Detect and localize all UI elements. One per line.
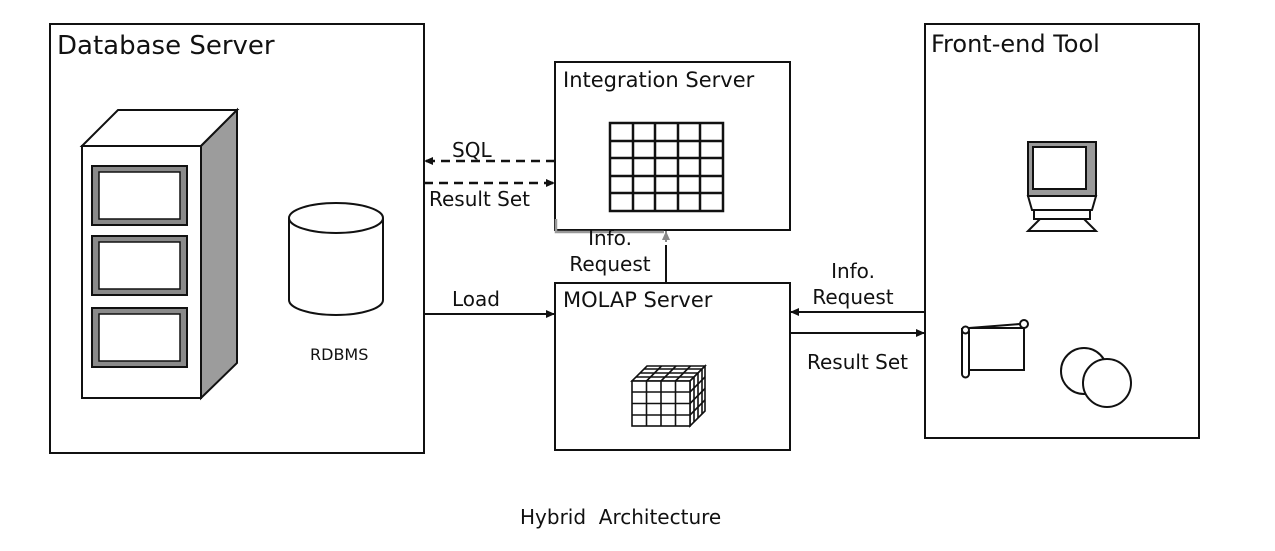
integration-server-box [554,61,791,231]
rdbms-label: RDBMS [310,345,369,364]
server-tower-icon [79,107,240,401]
integration-server-title: Integration Server [563,68,755,92]
report-scroll-icon [961,319,1029,379]
olap-cube-icon [630,364,707,428]
info-request-mid-line-2: Request [569,252,651,276]
sql-label: SQL [452,138,492,162]
computer-icon [1025,141,1099,232]
info-request-right-line-2: Request [812,285,894,309]
result-set-left-label: Result Set [429,187,530,211]
load-label: Load [452,287,500,311]
discs-icon [1060,347,1132,408]
database-server-title: Database Server [57,31,275,61]
table-grid-icon [608,121,725,213]
database-server-box [49,23,425,454]
front-end-tool-box [924,23,1200,439]
info-request-bracket [554,219,664,234]
info-request-mid-line-1: Info. [588,226,632,250]
diagram-caption: Hybrid Architecture [520,505,722,529]
molap-server-title: MOLAP Server [563,288,713,312]
molap-server-box [554,282,791,451]
info-request-right-line-1: Info. [831,259,875,283]
info-request-right-label: Info. Request [803,258,903,310]
result-set-right-label: Result Set [807,350,908,374]
database-cylinder-icon [288,202,384,316]
info-request-mid-label: Info. Request [560,225,660,277]
front-end-tool-title: Front-end Tool [931,30,1100,58]
